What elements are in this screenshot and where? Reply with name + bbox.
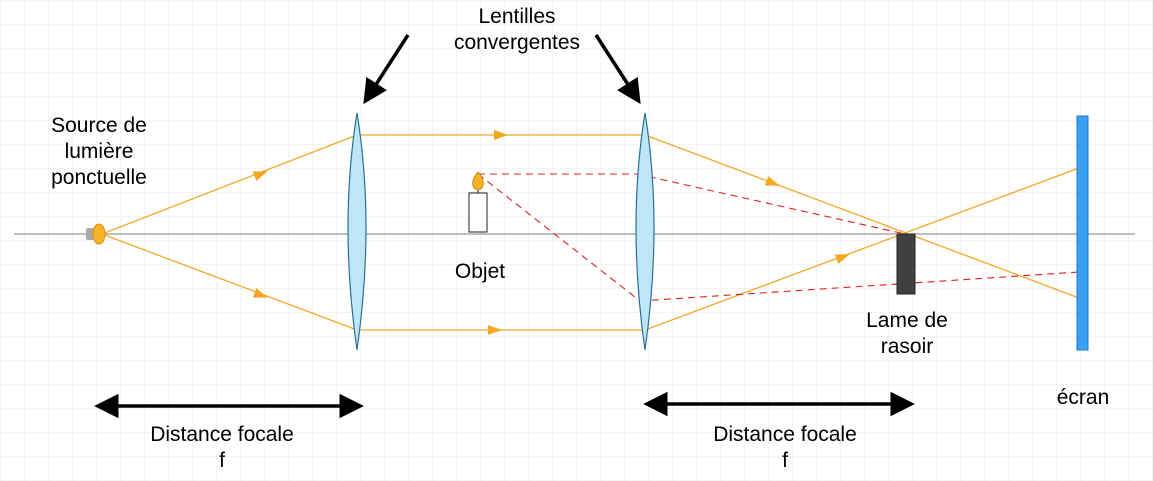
object-image-rays [477, 173, 1080, 302]
lenses-label-line1: Lentilles [478, 5, 556, 28]
light-source-bulb [92, 223, 106, 245]
source-label-line2: lumière [64, 140, 134, 163]
ray-source-to-lens1-bottom [101, 233, 358, 331]
lenses-label: Lentilles convergentes [432, 4, 602, 56]
screen [1076, 115, 1089, 351]
razor-label-line2: rasoir [880, 335, 934, 358]
converging-lens-2 [635, 112, 655, 351]
ray-source-to-lens1-top [101, 134, 358, 235]
ray-arrow [252, 288, 268, 298]
converging-lens-1 [347, 112, 367, 351]
ray-arrow [252, 171, 268, 181]
ray-arrow [764, 176, 780, 186]
source-label: Source de lumière ponctuelle [28, 113, 170, 191]
ray-arrow [834, 254, 850, 264]
focal-label-right-line1: Distance focale [713, 423, 857, 446]
dashed-ray [477, 173, 641, 302]
lenses-label-line2: convergentes [453, 31, 581, 54]
razor-label-line1: Lame de [866, 309, 948, 332]
ray-arrow [488, 325, 502, 335]
point-light-source [86, 223, 106, 245]
ray-lens2-top-to-screen [644, 134, 1080, 299]
focal-label-right-line2: f [782, 449, 788, 472]
source-label-line3: ponctuelle [51, 166, 147, 189]
razor-blade [896, 233, 916, 295]
ray-arrow [494, 130, 508, 140]
razor-label: Lame de rasoir [842, 308, 972, 360]
candle-flame-icon [472, 171, 484, 190]
ray-lens2-bottom-to-screen [644, 167, 1080, 331]
pointer-arrow-lens2 [594, 34, 641, 105]
source-label-line1: Source de [51, 114, 147, 137]
candle-body [468, 192, 488, 233]
dashed-ray [639, 271, 1080, 302]
candle-object [468, 171, 488, 233]
focal-label-left: Distance focale f [122, 422, 322, 474]
focal-label-right: Distance focale f [685, 422, 885, 474]
ray-direction-arrows [252, 130, 850, 335]
light-source-base [86, 228, 94, 240]
object-label: Objet [454, 260, 506, 283]
focal-label-left-line1: Distance focale [150, 423, 294, 446]
screen-label: écran [1056, 386, 1110, 409]
dashed-ray [636, 173, 906, 235]
pointer-arrow-lens1 [363, 34, 410, 105]
focal-label-left-line2: f [219, 449, 225, 472]
